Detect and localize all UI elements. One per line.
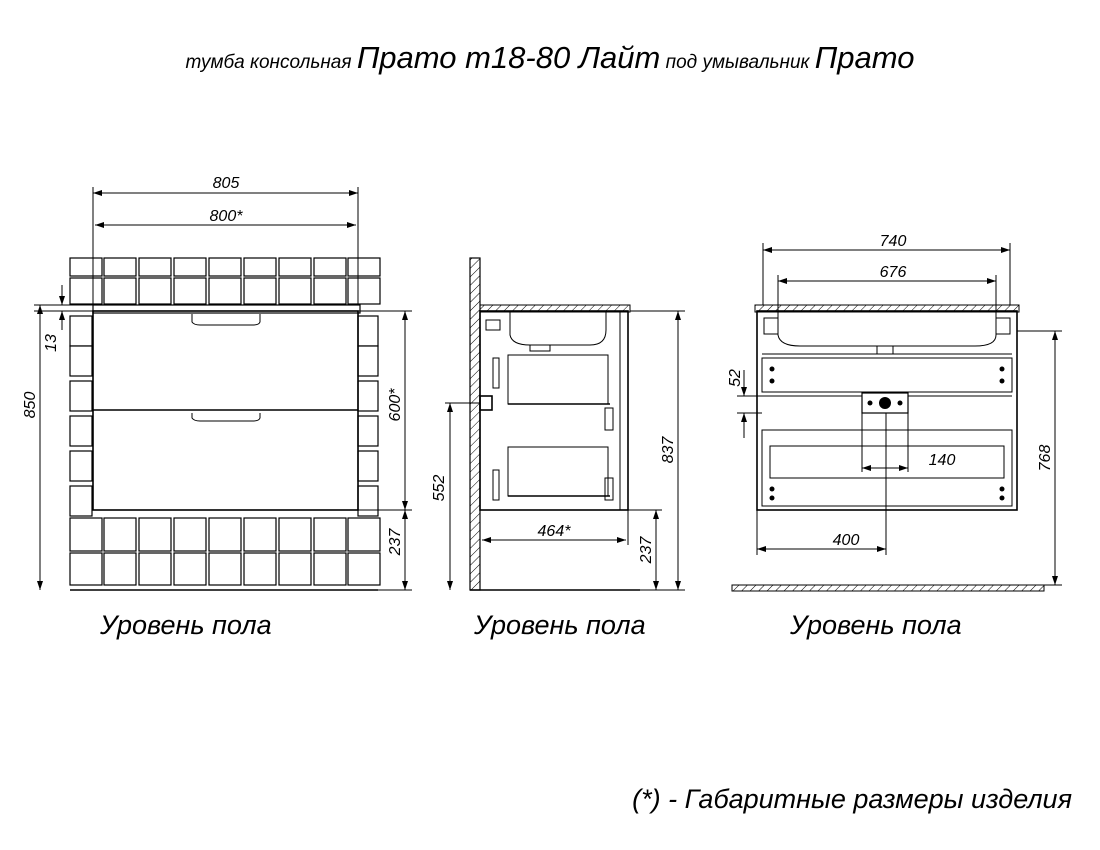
dim-side-inlet-height: 552 — [431, 475, 448, 502]
wall-tile — [313, 517, 347, 552]
wall-tile — [357, 315, 379, 347]
dim-side-total-height: 837 — [660, 436, 677, 464]
back-drawer-bottom — [761, 429, 1013, 507]
back-basin — [777, 312, 997, 347]
wall-tile — [103, 257, 137, 277]
wall-tile — [103, 517, 137, 552]
wall-tile — [103, 552, 137, 586]
dim-back-height: 768 — [1037, 445, 1054, 472]
wall-tile — [69, 277, 103, 305]
mount-bracket-left — [763, 317, 779, 335]
wall-tile — [69, 315, 93, 347]
wall-tile — [347, 517, 381, 552]
basin-top-slab — [92, 304, 361, 314]
wall-tile — [69, 380, 93, 412]
title-part-1: тумба консольная — [185, 52, 357, 73]
wall-tile — [208, 552, 242, 586]
wall-tile — [278, 277, 312, 305]
wall-tile — [138, 552, 172, 586]
wall-tile — [313, 277, 347, 305]
title-part-3: под умывальник — [660, 52, 815, 73]
wall-tile — [208, 257, 242, 277]
wall-tile — [103, 277, 137, 305]
wall-tile — [313, 552, 347, 586]
side-drawer-bottom — [507, 446, 609, 497]
side-body — [479, 310, 629, 511]
wall-tile — [208, 517, 242, 552]
wall-tile — [357, 450, 379, 482]
wall-tile — [347, 277, 381, 305]
wall-tile — [243, 257, 277, 277]
drawing-title: тумба консольная Прато т18-80 Лайт под у… — [0, 40, 1100, 76]
dim-back-pipe-offset: 400 — [833, 532, 860, 549]
side-floor-label: Уровень пола — [474, 610, 646, 640]
wall-tile — [69, 415, 93, 447]
dim-front-width-outer: 805 — [213, 175, 240, 192]
mount-bracket-right — [995, 317, 1011, 335]
dim-front-top-gap: 13 — [43, 334, 60, 352]
front-view: 805 800* 13 850 600* 237 — [22, 175, 412, 591]
dim-front-floor-gap: 237 — [387, 528, 404, 557]
back-floor-line — [731, 584, 1045, 592]
drawer-handle-top — [191, 314, 261, 326]
title-part-2: Прато т18-80 Лайт — [356, 40, 661, 75]
dim-back-width-outer: 740 — [880, 233, 907, 250]
wall-tile — [357, 415, 379, 447]
dim-back-pipe-width: 140 — [929, 452, 956, 469]
wall-tile — [347, 552, 381, 586]
wall-tile — [243, 517, 277, 552]
wall-tile — [243, 277, 277, 305]
wall-tile — [313, 257, 347, 277]
dim-front-width-inner: 800* — [210, 208, 244, 225]
title-part-4: Прато — [814, 40, 915, 75]
wall-tile — [69, 552, 103, 586]
wall-tile — [278, 257, 312, 277]
wall-tile — [138, 257, 172, 277]
wall-tile — [138, 277, 172, 305]
back-view: 740 676 52 140 400 768 — [727, 233, 1062, 592]
dim-side-depth: 464* — [538, 523, 572, 540]
side-view: 552 837 237 464* — [431, 257, 685, 591]
wall-tile — [173, 277, 207, 305]
wall-tile — [69, 345, 93, 377]
dim-back-mount-gap: 52 — [727, 369, 744, 387]
wall-tile — [278, 517, 312, 552]
side-drawer-top — [507, 354, 609, 405]
side-top-slab — [479, 304, 631, 313]
wall-tile — [173, 552, 207, 586]
wall-tile — [278, 552, 312, 586]
wall-tile — [208, 277, 242, 305]
front-floor-label: Уровень пола — [100, 610, 272, 640]
wall-tile — [357, 380, 379, 412]
back-floor-label: Уровень пола — [790, 610, 962, 640]
side-basin — [509, 312, 607, 346]
wall-tile — [69, 450, 93, 482]
wall-tile — [357, 485, 379, 517]
side-siphon — [479, 395, 493, 411]
wall-tile — [69, 257, 103, 277]
wall-tile — [243, 552, 277, 586]
footnote: (*) - Габаритные размеры изделия — [632, 784, 1072, 814]
back-body — [756, 310, 1018, 511]
dim-side-floor-gap: 237 — [638, 536, 655, 565]
wall-tile — [138, 517, 172, 552]
wall-tile — [69, 517, 103, 552]
wall-tiles — [69, 257, 381, 586]
dim-front-height: 850 — [22, 392, 39, 419]
dim-front-body-height: 600* — [387, 388, 404, 422]
dim-back-width-inner: 676 — [880, 264, 907, 281]
wall-tile — [173, 517, 207, 552]
back-top-slab — [754, 304, 1020, 313]
back-drawer-top — [761, 357, 1013, 393]
wall-tile — [357, 345, 379, 377]
wall-section — [469, 257, 481, 591]
wall-tile — [69, 485, 93, 517]
drawer-handle-bottom — [191, 413, 261, 422]
wall-tile — [173, 257, 207, 277]
wall-tile — [347, 257, 381, 277]
